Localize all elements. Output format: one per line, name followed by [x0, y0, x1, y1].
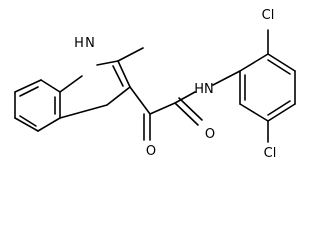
aromatic-inner-bond [267, 100, 291, 116]
amide-double-bond [174, 102, 199, 126]
bond [239, 53, 269, 72]
bond [174, 91, 196, 104]
bond [129, 86, 151, 115]
methyl-bond [117, 47, 144, 62]
bond [40, 79, 61, 93]
bond [212, 70, 241, 86]
bond [59, 75, 83, 93]
dichlorophenyl-ring [239, 29, 296, 143]
chlorine-bottom-label: Cl [264, 146, 277, 161]
bond [96, 60, 119, 66]
amide-nh-label: HN [194, 82, 214, 97]
amide-oxygen-label: O [205, 127, 215, 142]
bond [267, 103, 296, 122]
bond [117, 60, 131, 88]
indole-benzene-ring [14, 79, 61, 132]
bond [149, 102, 176, 115]
double-bond-inner [112, 65, 124, 87]
bond [267, 53, 296, 72]
bond [14, 79, 42, 93]
bond [106, 86, 131, 106]
chemical-structure: H N HN Cl Cl O O [14, 8, 296, 161]
bond [14, 117, 39, 132]
bond [59, 104, 108, 119]
bond [37, 117, 61, 132]
indole-nh-hydrogen-label: H [74, 36, 84, 51]
indole-pyrrole-ring [59, 60, 131, 119]
chlorine-top-label: Cl [262, 8, 275, 23]
glyoxamide-chain [129, 70, 241, 141]
aromatic-inner-bond [19, 86, 39, 97]
indole-nitrogen-label: N [85, 36, 95, 51]
aromatic-inner-bond [267, 59, 291, 75]
ketone-oxygen-label: O [146, 144, 156, 159]
aromatic-inner-bond [19, 115, 37, 127]
amide-double-bond [178, 97, 203, 121]
bond [239, 103, 269, 122]
